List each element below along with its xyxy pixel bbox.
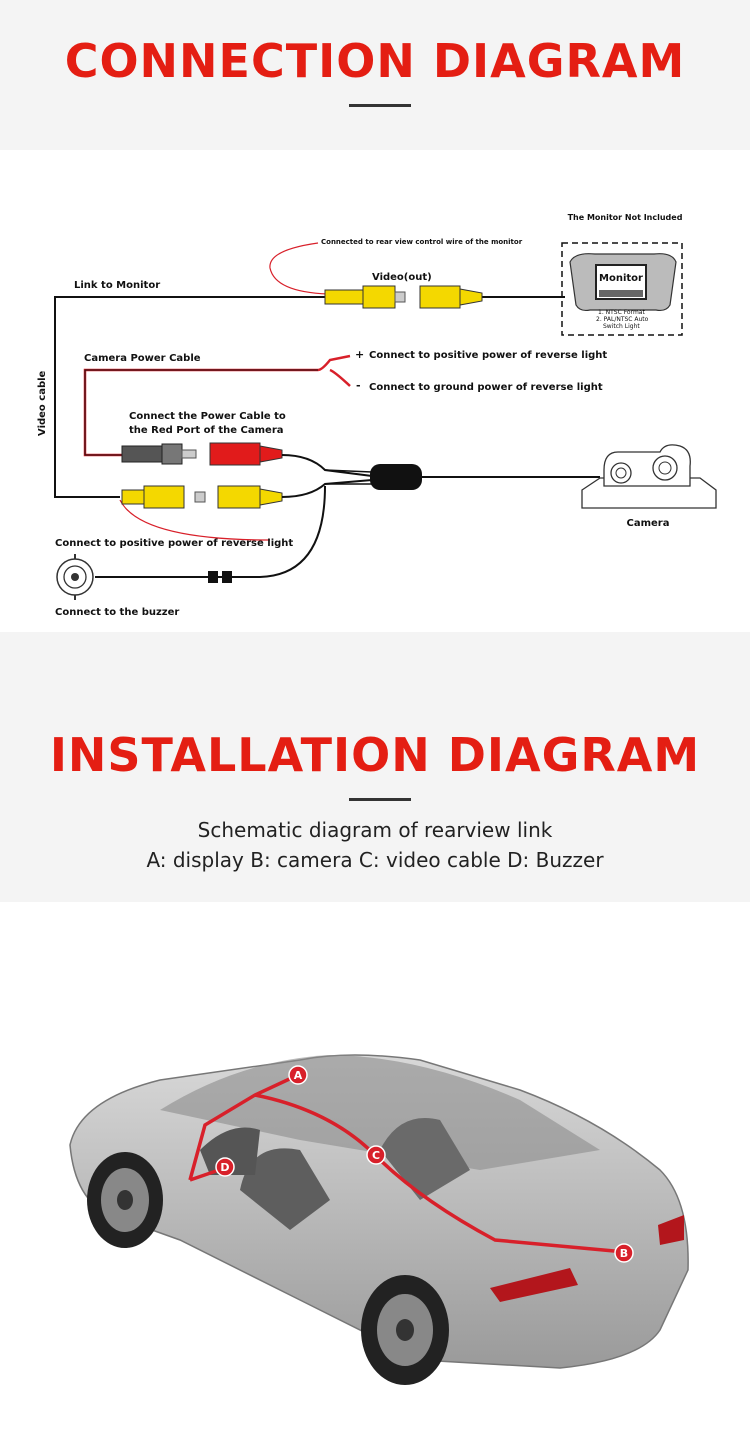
connection-diagram: The Monitor Not Included Monitor 1. NTSC… (37, 213, 717, 618)
car-installation-illustration: A B C D (69, 1054, 689, 1385)
camera-power-cable-label: Camera Power Cable (84, 353, 201, 364)
monitor-not-included-note: The Monitor Not Included (568, 213, 683, 222)
front-seat (240, 1148, 330, 1230)
car-cabin (160, 1055, 600, 1170)
buzzer-icon (56, 554, 94, 600)
rca-video-in-connector (121, 485, 283, 509)
installation-title: INSTALLATION DIAGRAM (49, 728, 701, 782)
dashboard (200, 1127, 260, 1175)
marker-b: B (614, 1243, 634, 1263)
rca-video-out-connector (324, 285, 483, 309)
svg-text:B: B (620, 1247, 628, 1260)
camera-label: Camera (627, 518, 670, 529)
svg-text:C: C (372, 1149, 380, 1162)
tail-light-left (490, 1268, 578, 1302)
ground-power-label: Connect to ground power of reverse light (369, 382, 603, 393)
page-title: CONNECTION DIAGRAM (64, 34, 686, 88)
marker-c: C (366, 1145, 386, 1165)
buzzer-label: Connect to the buzzer (55, 607, 179, 618)
svg-text:D: D (220, 1161, 229, 1174)
marker-d: D (215, 1157, 235, 1177)
title-divider (349, 104, 411, 107)
power-connector (121, 442, 283, 466)
red-port-note-line2: the Red Port of the Camera (129, 425, 284, 436)
positive-power-label: Connect to positive power of reverse lig… (369, 350, 607, 361)
installation-divider (349, 798, 411, 801)
installation-subtitle: Schematic diagram of rearview link (197, 818, 553, 842)
video-cable-label: Video cable (37, 370, 48, 436)
monitor-note-pal: 2. PAL/NTSC Auto (596, 316, 649, 323)
video-cable-wire (54, 296, 330, 498)
connection-header-band (0, 0, 750, 150)
monitor-icon (561, 242, 683, 336)
svg-text:A: A (294, 1069, 303, 1082)
monitor-note-ntsc: 1. NTSC Format (598, 309, 645, 316)
installation-header-band (0, 632, 750, 902)
red-port-note-line1: Connect the Power Cable to (129, 411, 286, 422)
inline-connector (206, 571, 234, 583)
marker-a: A (288, 1065, 308, 1085)
power-cable-wire (83, 354, 351, 457)
tail-light-right (658, 1215, 684, 1245)
camera-icon (581, 444, 717, 509)
monitor-label: Monitor (599, 273, 643, 284)
buzzer-wire (95, 485, 326, 578)
link-to-monitor-label: Link to Monitor (74, 280, 160, 291)
rear-view-control-note: Connected to rear view control wire of t… (321, 238, 523, 246)
monitor-note-switch: Switch Light (603, 323, 640, 330)
front-wheel (87, 1152, 163, 1248)
installation-legend: A: display B: camera C: video cable D: B… (146, 848, 604, 872)
rear-wheel (361, 1275, 449, 1385)
rear-wire-pointer (269, 242, 329, 295)
rear-seat (380, 1118, 470, 1200)
buzzer-power-label: Connect to positive power of reverse lig… (55, 538, 293, 549)
video-out-label: Video(out) (372, 272, 432, 283)
harness-wires (281, 454, 373, 498)
plus-sign: + (355, 348, 364, 361)
power-cable-outline (84, 369, 318, 456)
wire-junction (370, 464, 422, 490)
buzzer-pointer (119, 499, 271, 541)
minus-sign: - (356, 379, 361, 392)
